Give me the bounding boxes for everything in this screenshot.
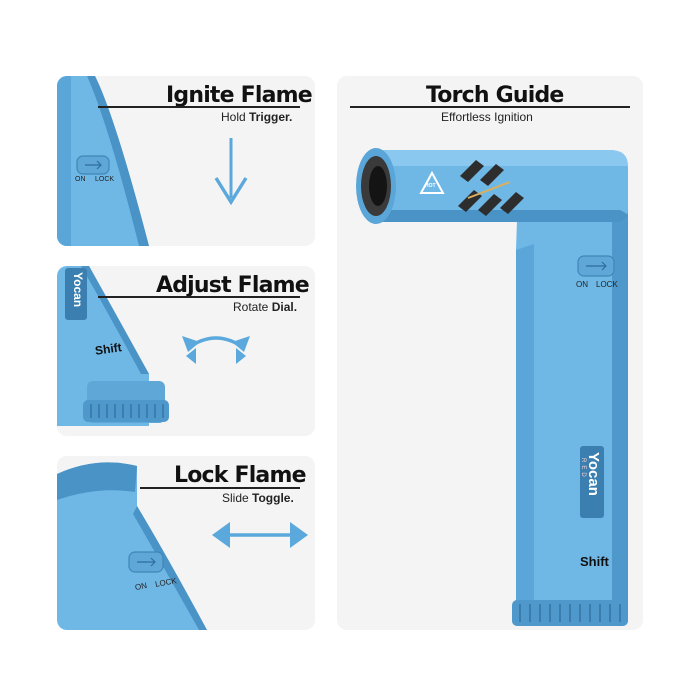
brand-logo-small: Yocan [71,272,85,316]
brand-logo-main-text: Yocan [585,452,602,496]
ignite-sub-bold: Trigger. [249,110,293,124]
rotate-arrows-icon [182,336,250,364]
brand-logo-main: Yocan RED [580,450,604,518]
double-arrow-icon [212,522,308,548]
hot-warning-icon [419,170,445,194]
switch-on-label: ON [75,176,86,183]
ignite-title: Ignite Flame [166,83,313,108]
adjust-panel: Yocan Shift [57,266,315,436]
guide-title: Torch Guide [426,83,564,108]
lock-sub-bold: Toggle. [252,491,294,505]
arrow-down-icon [214,138,248,206]
adjust-sub-bold: Dial. [271,300,298,314]
hot-label: HOT [425,183,436,189]
lock-title: Lock Flame [174,463,307,488]
adjust-rule [98,296,300,298]
torch-closeup-trigger [57,76,149,246]
lock-subtitle: Slide Toggle. [222,491,294,505]
adjust-subtitle: Rotate Dial. [233,300,297,314]
guide-rule [350,106,630,108]
ignite-subtitle: Hold Trigger. [221,110,292,124]
ignite-sub-text: Hold [221,110,250,124]
torch-closeup-toggle [57,462,207,630]
torch-closeup-dial [57,266,169,426]
lock-panel: ON LOCK [57,456,315,630]
adjust-title: Adjust Flame [156,273,310,298]
model-label-main: Shift [580,554,609,569]
brand-logo-text: Yocan [71,272,85,308]
adjust-sub-text: Rotate [233,300,272,314]
lock-sub-text: Slide [222,491,253,505]
switch-on-label-main: ON [576,280,588,289]
ignite-panel: ON LOCK [57,76,315,246]
lock-rule [140,487,300,489]
brand-logo-main-sub: RED [580,458,586,480]
guide-subtitle: Effortless Ignition [441,110,533,124]
torch-lighter-full [356,148,628,626]
switch-lock-label-main: LOCK [596,280,618,289]
ignite-rule [98,106,300,108]
switch-lock-label: LOCK [95,176,115,183]
